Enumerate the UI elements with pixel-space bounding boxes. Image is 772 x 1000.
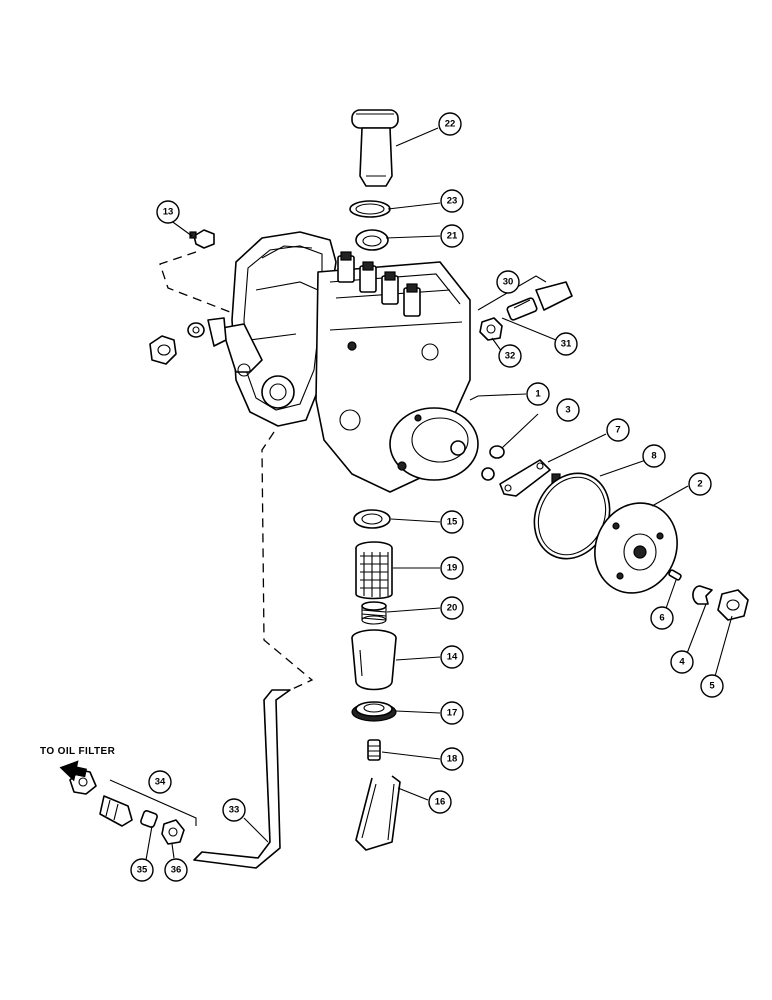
- svg-text:21: 21: [447, 231, 458, 242]
- callout-23: 23: [440, 189, 464, 213]
- svg-text:22: 22: [445, 119, 456, 130]
- spring-20: [361, 601, 387, 625]
- svg-text:17: 17: [447, 708, 458, 719]
- bracket-30: [477, 275, 547, 311]
- callout-22: 22: [438, 112, 462, 136]
- washer-21: [355, 229, 389, 251]
- callout-36: 36: [164, 858, 188, 882]
- vent-screw-13: [189, 229, 215, 249]
- svg-text:3: 3: [565, 405, 570, 416]
- oil-filter-arrow-icon: [59, 760, 88, 782]
- clamp-16: [355, 775, 401, 851]
- key-6: [668, 569, 682, 581]
- callout-17: 17: [440, 701, 464, 725]
- svg-text:7: 7: [615, 425, 620, 436]
- nut-5: [717, 589, 749, 621]
- svg-text:8: 8: [651, 451, 656, 462]
- seal-ring-23: [349, 200, 391, 218]
- screw-18: [367, 739, 381, 761]
- bracket-34: [109, 779, 197, 826]
- sleeve-35: [140, 810, 158, 828]
- svg-text:34: 34: [155, 777, 166, 788]
- svg-text:19: 19: [447, 563, 458, 574]
- retainer-ring-17: [351, 701, 397, 722]
- callout-31: 31: [554, 332, 578, 356]
- oil-pipe-33: [193, 689, 291, 869]
- svg-text:20: 20: [447, 603, 458, 614]
- callout-6: 6: [650, 606, 674, 630]
- callout-1: 1: [526, 382, 550, 406]
- o-ring-8: [533, 472, 611, 560]
- svg-text:32: 32: [505, 351, 516, 362]
- callout-34: 34: [148, 770, 172, 794]
- washer-4: [692, 585, 713, 605]
- svg-text:23: 23: [447, 196, 458, 207]
- filter-bowl-14: [351, 629, 397, 691]
- callout-21: 21: [440, 224, 464, 248]
- cover-plate-2: [594, 502, 678, 594]
- callout-15: 15: [440, 510, 464, 534]
- svg-text:35: 35: [137, 865, 148, 876]
- svg-text:18: 18: [447, 754, 458, 765]
- banjo-bolt-left: [149, 335, 177, 365]
- callout-35: 35: [130, 858, 154, 882]
- svg-text:14: 14: [447, 652, 458, 663]
- to-oil-filter-label: TO OIL FILTER: [40, 746, 116, 757]
- seal-15: [353, 509, 391, 529]
- nut-36: [161, 819, 185, 845]
- callout-18: 18: [440, 747, 464, 771]
- callout-16: 16: [428, 790, 452, 814]
- delivery-valve-holders: [337, 251, 421, 317]
- svg-text:13: 13: [163, 207, 174, 218]
- fitting-assembly-30: [506, 281, 573, 321]
- svg-text:33: 33: [229, 805, 240, 816]
- svg-text:15: 15: [447, 517, 458, 528]
- svg-text:2: 2: [697, 479, 702, 490]
- nut-32: [479, 317, 503, 341]
- fitting-34: [69, 769, 133, 827]
- callout-7: 7: [606, 418, 630, 442]
- callout-3: 3: [556, 398, 580, 422]
- callout-14: 14: [440, 645, 464, 669]
- callout-20: 20: [440, 596, 464, 620]
- injection-pump-body: [221, 231, 479, 493]
- callout-4: 4: [670, 650, 694, 674]
- svg-text:5: 5: [709, 681, 715, 692]
- callout-19: 19: [440, 556, 464, 580]
- hand-primer-22: [351, 109, 399, 187]
- nut-3: [481, 445, 505, 481]
- callout-2: 2: [688, 472, 712, 496]
- callout-8: 8: [642, 444, 666, 468]
- callout-33: 33: [222, 798, 246, 822]
- svg-text:31: 31: [561, 339, 572, 350]
- svg-text:6: 6: [659, 613, 664, 624]
- callout-5: 5: [700, 674, 724, 698]
- leader-lines: [145, 127, 733, 861]
- svg-text:1: 1: [535, 389, 541, 400]
- svg-text:16: 16: [435, 797, 446, 808]
- filter-element-19: [355, 541, 393, 600]
- svg-text:30: 30: [503, 277, 514, 288]
- sealing-washer-left: [187, 317, 227, 347]
- svg-text:36: 36: [171, 865, 182, 876]
- callout-32: 32: [498, 344, 522, 368]
- callout-13: 13: [156, 200, 180, 224]
- callout-30: 30: [496, 270, 520, 294]
- svg-text:4: 4: [679, 657, 685, 668]
